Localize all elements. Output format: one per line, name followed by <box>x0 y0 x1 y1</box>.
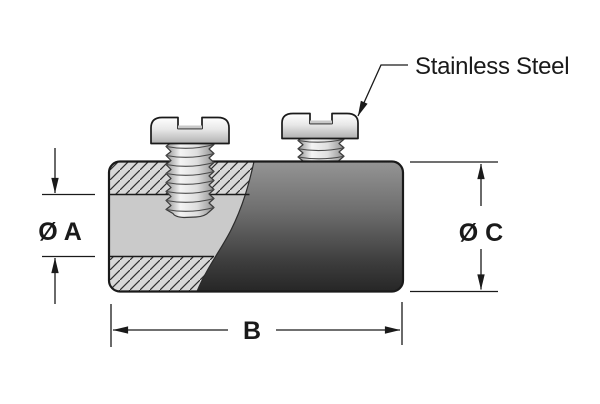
material-leader-line <box>357 64 408 117</box>
left-screw <box>150 116 230 219</box>
right-screw-slot-floor <box>310 120 332 124</box>
dimension-a <box>42 148 95 304</box>
left-screw-threads <box>165 139 215 219</box>
dimension-c <box>410 161 498 293</box>
dim-c-label: Ø C <box>459 219 503 247</box>
clamp-body <box>107 160 405 293</box>
right-screw-thread-crests <box>297 138 345 160</box>
material-leader <box>357 64 408 117</box>
left-screw-thread-crests <box>165 143 215 212</box>
material-label: Stainless Steel <box>415 53 569 80</box>
dim-b-label: B <box>243 317 261 345</box>
dimension-b <box>110 302 403 347</box>
left-screw-slot-floor <box>178 125 202 129</box>
dim-a-label: Ø A <box>38 218 82 246</box>
body-outline <box>107 160 405 293</box>
cutaway-edge-curve <box>196 161 255 292</box>
